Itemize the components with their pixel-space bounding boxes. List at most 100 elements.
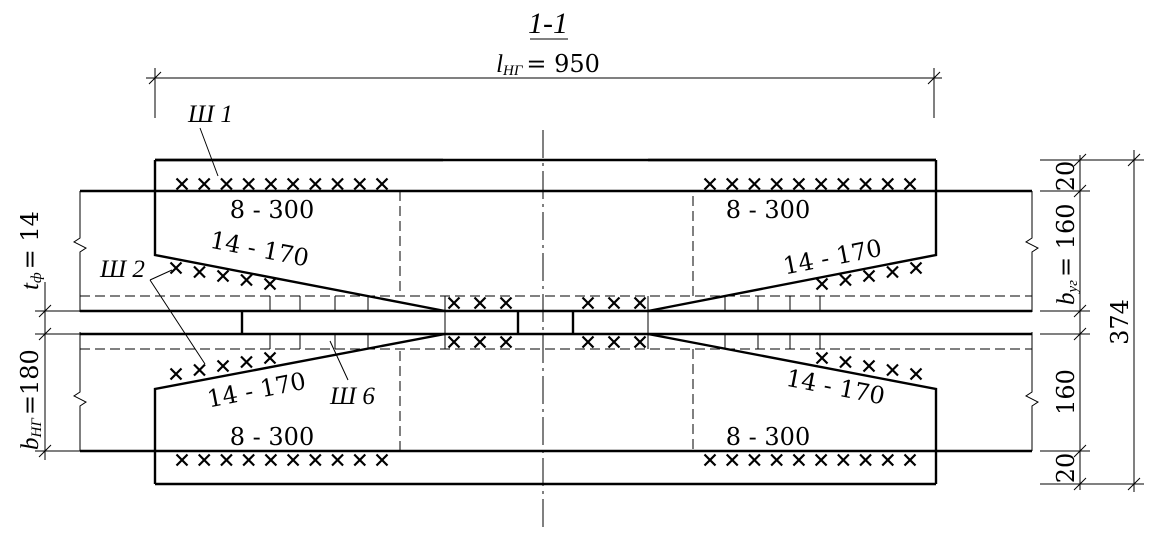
weld-cross [193,265,206,279]
weld-cross [473,335,487,349]
weld-spec-incline-bottom-left: 14 - 170 [205,367,308,414]
weld-cross [242,177,255,191]
weld-cross [309,177,322,191]
weld-cross [881,177,895,191]
weld-cross [193,363,206,377]
weld-cross [499,296,513,310]
weld-cross [909,367,923,381]
weld-spec-top-left: 8 - 300 [230,196,314,224]
weld-cross [770,453,783,467]
plate-left-bottom [153,332,446,484]
angle-leg-label: bуг= 160 [1052,203,1081,305]
weld-cross [839,355,852,369]
dim-160-bottom: 160 [1052,369,1080,415]
gusset-width-label: bНГ=180 [16,349,45,450]
section-title: 1-1 [528,7,568,40]
weld-cross [447,296,461,310]
weld-cross [886,265,899,279]
weld-cross [814,453,828,467]
plate-right-bottom [647,332,938,484]
weld-spec-incline-top-right: 14 - 170 [781,234,884,281]
weld-cross [264,177,278,191]
plate-left-top [153,160,446,313]
weld-cross [815,351,829,365]
weld-cross [837,177,850,191]
weld-cross [903,177,917,191]
weld-cross-symbols [169,177,923,467]
weld-cross [264,453,278,467]
weld-cross [862,359,876,373]
weld-cross [725,177,739,191]
weld-cross [197,453,211,467]
weld-spec-bottom-left: 8 - 300 [230,423,314,451]
dim-total-374: 374 [1106,299,1134,345]
weld-cross [331,177,344,191]
weld-cross [792,177,806,191]
weld-cross [748,453,761,467]
weld-cross [242,453,255,467]
weld-cross [447,335,461,349]
weld-cross [169,367,183,381]
break-lines [73,191,1039,451]
flange-thickness-label: tф= 14 [16,211,45,290]
weld-cross [309,453,322,467]
weld-spec-bottom-right: 8 - 300 [726,423,810,451]
weld-cross [216,359,230,373]
central-plate [240,296,649,349]
dim-top-20: 20 [1052,161,1080,192]
weld-cross [240,355,253,369]
weld-cross [331,453,344,467]
flange-lines [80,309,1032,336]
weld-cross [886,363,899,377]
weld-cross [903,453,917,467]
weld-w2-leader [149,269,206,365]
weld-cross [792,453,806,467]
weld-cross [633,296,647,310]
dim-bottom-20: 20 [1052,453,1080,484]
weld-cross [216,269,230,283]
weld-w6-leader [329,340,349,381]
weld-cross [909,261,923,275]
weld-cross [815,277,829,291]
weld-cross [197,177,211,191]
weld-cross [499,335,513,349]
weld-label-w1: Ш 1 [187,101,233,128]
weld-cross [837,453,850,467]
length-dimension-label: lНГ= 950 [496,50,600,79]
weld-cross [286,177,300,191]
length-dimension: lНГ= 950 [146,50,942,118]
weld-cross [353,453,367,467]
weld-spec-top-right: 8 - 300 [726,196,810,224]
weld-cross [286,453,300,467]
weld-cross [607,335,621,349]
weld-ticks [269,296,821,349]
weld-cross [581,335,595,349]
plate-right-top [647,160,938,313]
weld-w1-leader [199,127,219,177]
left-dimensions [35,282,80,460]
weld-cross [263,351,277,365]
right-dimensions [1040,150,1144,492]
weld-cross [581,296,595,310]
angle-dashed-lines [80,190,1032,452]
weld-cross [220,453,233,467]
weld-cross [263,277,277,291]
weld-cross [220,177,233,191]
weld-spec-incline-top-left: 14 - 170 [208,226,311,273]
weld-cross [859,177,872,191]
weld-cross [881,453,895,467]
weld-cross [770,177,783,191]
weld-cross [862,269,876,283]
weld-cross [839,273,852,287]
weld-cross [748,177,761,191]
weld-cross [725,453,739,467]
weld-cross [353,177,367,191]
weld-cross [240,273,253,287]
weld-cross [607,296,621,310]
weld-cross [375,453,389,467]
weld-label-w2: Ш 2 [99,256,145,283]
weld-cross [703,177,717,191]
weld-cross [169,261,183,275]
weld-cross [814,177,828,191]
